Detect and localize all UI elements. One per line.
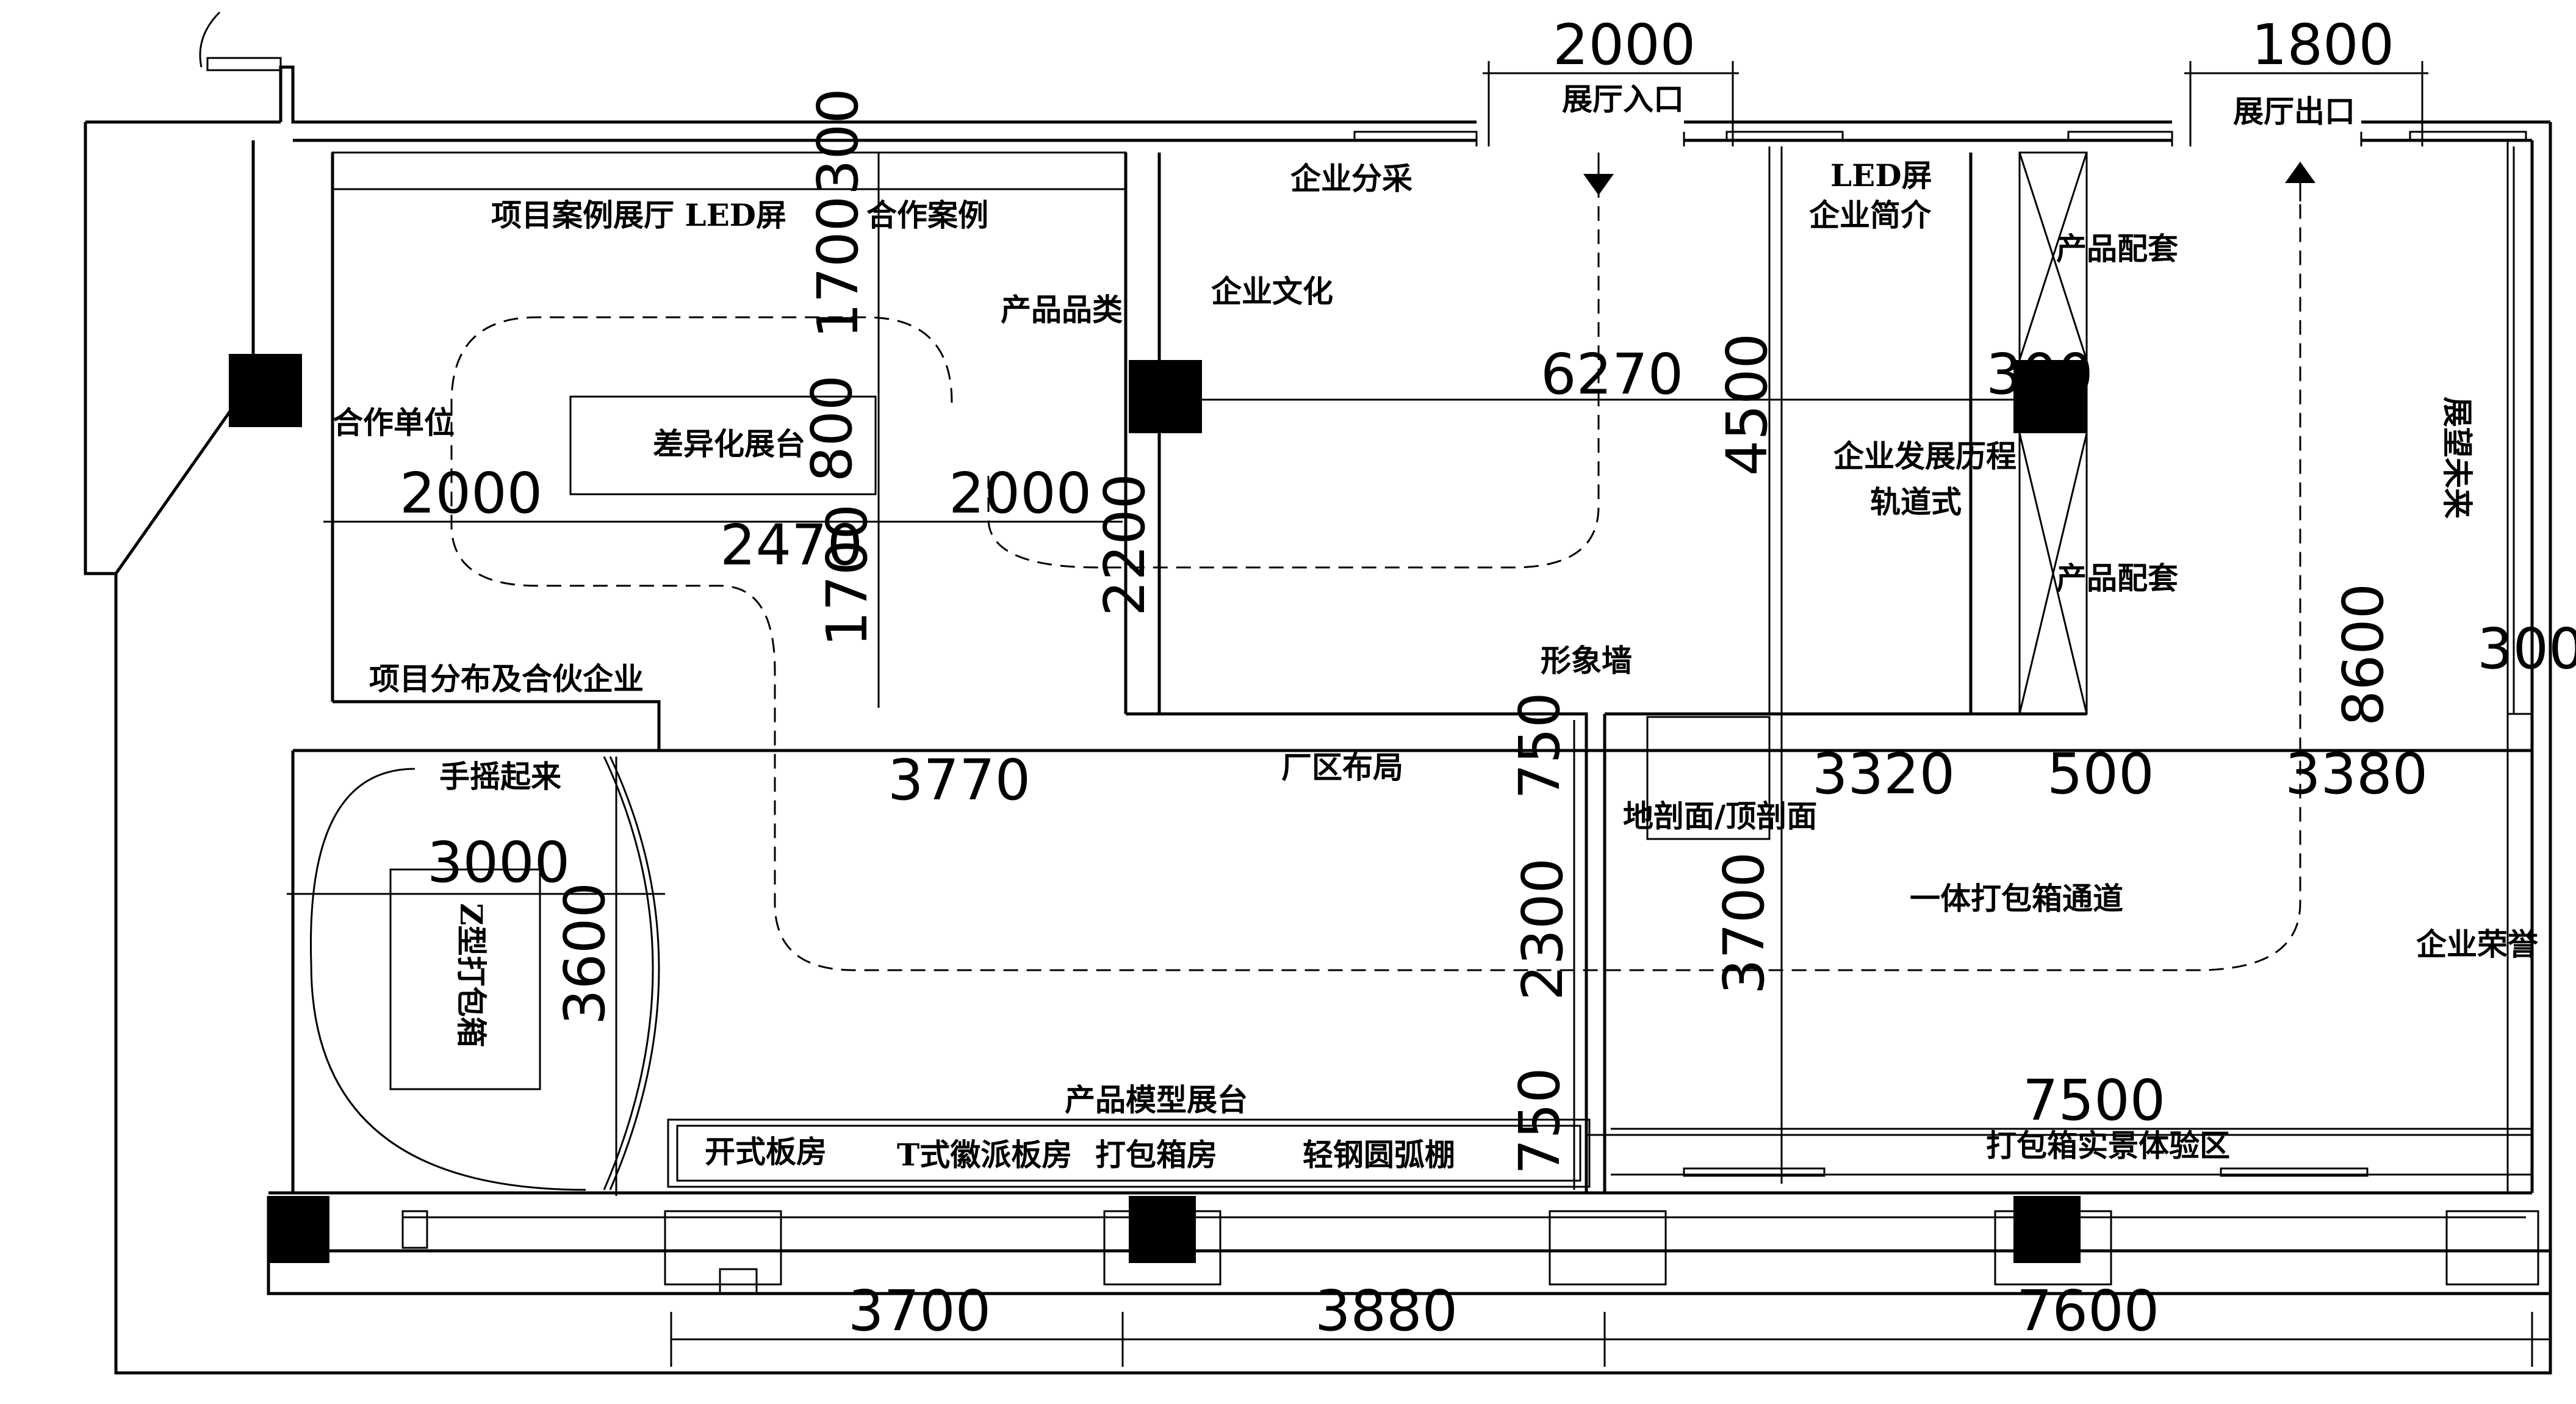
label-product-category: 产品品类 bbox=[1001, 292, 1123, 328]
label-plant-layout: 厂区布局 bbox=[1281, 749, 1403, 785]
label-history: 企业发展历程 bbox=[1833, 438, 2017, 474]
dimension-values: 2000 1800 6270 300 2000 2000 2470 300 37… bbox=[400, 12, 2576, 1344]
bottom-wall-details bbox=[401, 1210, 2539, 1295]
label-company-culture: 企业文化 bbox=[1211, 273, 1333, 309]
dim-7600: 7600 bbox=[2017, 1278, 2159, 1344]
dim-800: 800 bbox=[799, 375, 865, 482]
label-model-booth: 产品模型展台 bbox=[1065, 1082, 1248, 1118]
label-product-set-top: 产品配套 bbox=[2056, 231, 2178, 267]
label-enterprise-style: 企业分采 bbox=[1290, 160, 1412, 196]
dim-3770: 3770 bbox=[888, 747, 1031, 813]
label-experience: 打包箱实景体验区 bbox=[1986, 1128, 2230, 1164]
label-rail: 轨道式 bbox=[1870, 484, 1962, 520]
label-open-board: 开式板房 bbox=[705, 1134, 827, 1170]
label-image-wall: 形象墙 bbox=[1541, 643, 1632, 679]
dim-3700-bot: 3700 bbox=[848, 1278, 991, 1344]
label-t-board: T式徽派板房 bbox=[897, 1137, 1072, 1173]
entrance-arrow-icon bbox=[1583, 153, 1614, 195]
structural-columns bbox=[229, 354, 2087, 1263]
label-hand-crank: 手摇起来 bbox=[439, 758, 561, 794]
dim-3600: 3600 bbox=[552, 882, 617, 1025]
dim-8600: 8600 bbox=[2331, 583, 2396, 726]
label-diff-booth: 差异化展台 bbox=[653, 426, 805, 462]
label-exit: 展厅出口 bbox=[2233, 93, 2355, 129]
openings bbox=[1353, 131, 2527, 1177]
dim-2300: 2300 bbox=[1510, 858, 1575, 1001]
dim-1800-exit: 1800 bbox=[2251, 12, 2394, 77]
room-labels: 展厅入口 展厅出口 项目案例展厅 LED屏 合作案例 企业分采 LED屏 企业简… bbox=[333, 81, 2539, 1173]
label-company-intro: 企业简介 bbox=[1809, 197, 1932, 233]
label-project-dist: 项目分布及合伙企业 bbox=[369, 661, 644, 697]
dim-500: 500 bbox=[2047, 741, 2154, 807]
label-coop-case: 合作案例 bbox=[866, 197, 988, 233]
label-entrance: 展厅入口 bbox=[1562, 81, 1684, 117]
dim-6270: 6270 bbox=[1541, 342, 1683, 407]
label-project-led: 项目案例展厅 LED屏 bbox=[491, 197, 786, 233]
circulation-path bbox=[450, 183, 2301, 971]
label-honor: 企业荣誉 bbox=[2416, 926, 2539, 962]
dim-300-b: 300 bbox=[1986, 342, 2093, 407]
label-z-box: Z型打包箱 bbox=[453, 903, 489, 1048]
dim-3880: 3880 bbox=[1315, 1278, 1458, 1344]
dim-2470: 2470 bbox=[720, 513, 863, 578]
label-channel: 一体打包箱通道 bbox=[1910, 880, 2123, 916]
dim-4500: 4500 bbox=[1714, 333, 1780, 476]
dim-2200: 2200 bbox=[1092, 473, 1157, 616]
label-partners: 合作单位 bbox=[333, 405, 455, 441]
exit-arrow-icon bbox=[2285, 162, 2315, 201]
dim-300-top: 300 bbox=[805, 88, 871, 195]
dim-3380: 3380 bbox=[2285, 741, 2428, 807]
dim-1700-b: 1700 bbox=[815, 504, 880, 647]
dim-2000-entrance: 2000 bbox=[1553, 12, 1696, 77]
dim-750-a: 750 bbox=[1507, 692, 1572, 799]
dim-2000-l: 2000 bbox=[400, 461, 542, 526]
dim-300-c: 300 bbox=[2477, 616, 2576, 682]
dim-3700-mid: 3700 bbox=[1711, 852, 1777, 995]
label-box-room: 打包箱房 bbox=[1095, 1137, 1217, 1173]
label-section: 地剖面/顶剖面 bbox=[1623, 798, 1817, 834]
dimension-lines bbox=[287, 61, 2550, 1367]
dim-1700-a: 1700 bbox=[805, 196, 871, 339]
label-future: 展望未来 bbox=[2439, 397, 2475, 519]
dim-2000-r: 2000 bbox=[949, 461, 1092, 526]
dim-3000: 3000 bbox=[427, 830, 570, 895]
label-led-screen: LED屏 bbox=[1830, 157, 1932, 193]
dim-750-b: 750 bbox=[1507, 1067, 1572, 1175]
label-product-set-bottom: 产品配套 bbox=[2056, 560, 2178, 596]
label-steel-arc: 轻钢圆弧棚 bbox=[1303, 1137, 1455, 1173]
dim-7500: 7500 bbox=[2023, 1068, 2165, 1133]
dim-3320: 3320 bbox=[1812, 741, 1955, 807]
